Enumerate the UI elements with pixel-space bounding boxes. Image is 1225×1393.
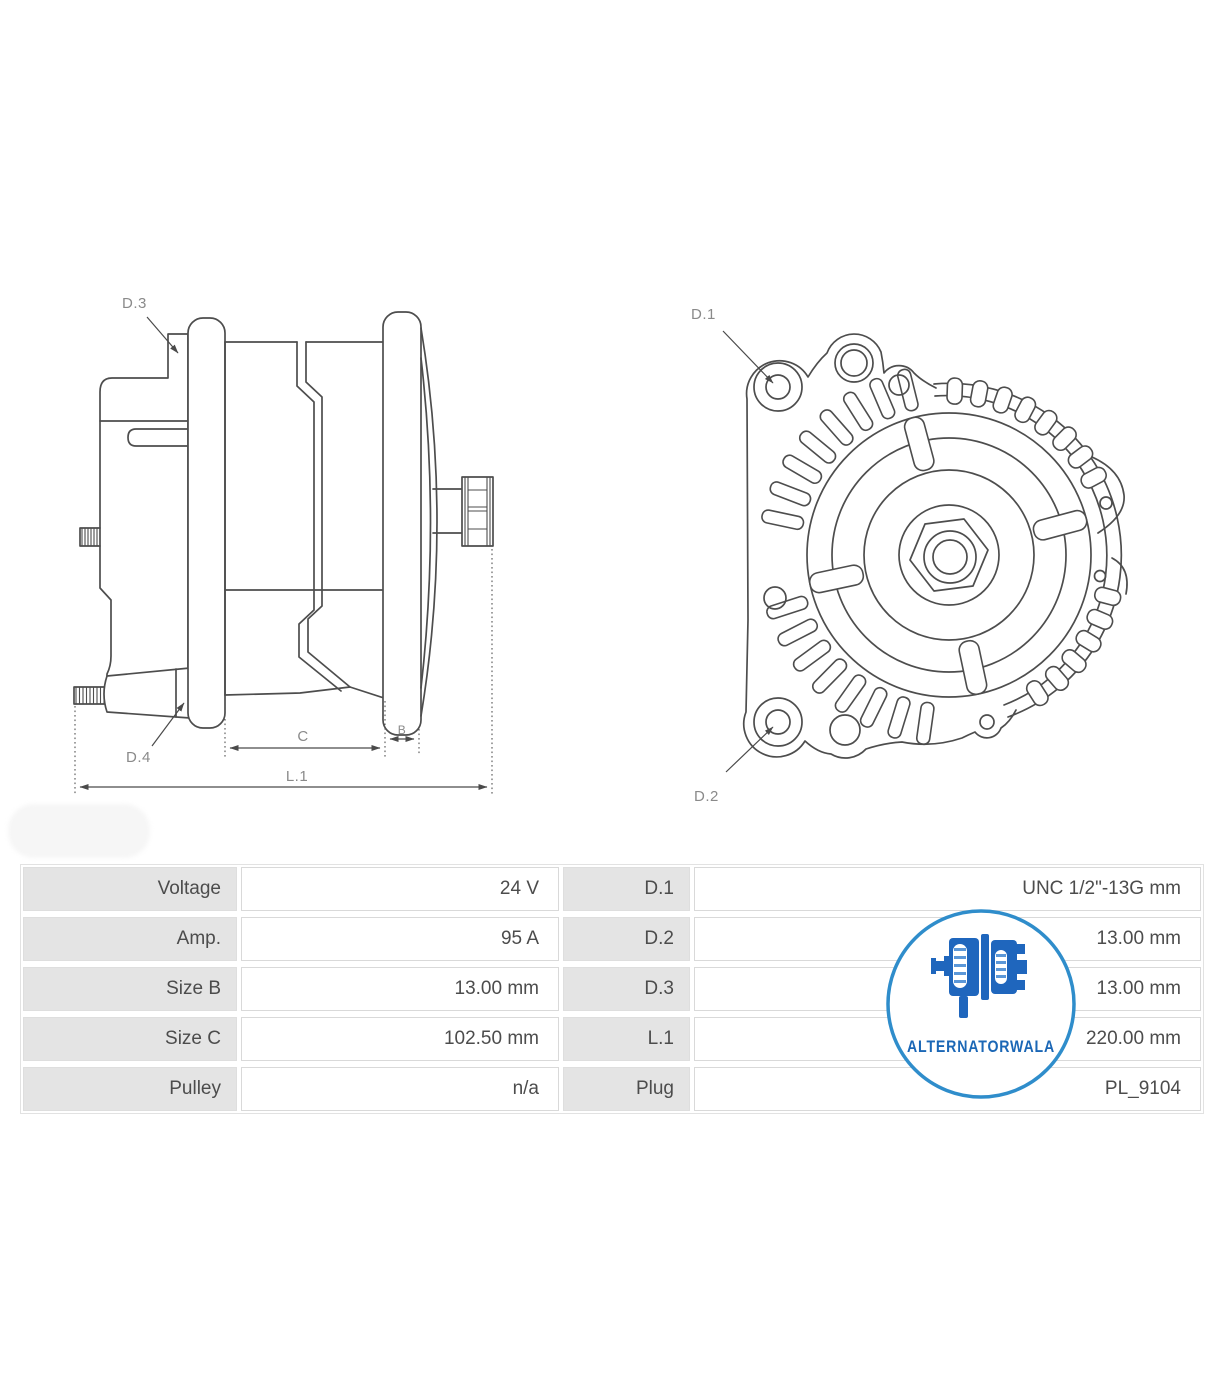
brand-logo: ALTERNATORWALA <box>885 908 1077 1100</box>
dimension-label-l1: L.1 <box>286 768 308 785</box>
logo-circle <box>886 909 1076 1099</box>
spec-label-pulley: Pulley <box>23 1067 237 1111</box>
alternator-side-view-drawing: D.3 D.4 C B L.1 <box>73 295 494 794</box>
spec-value-amp: 95 A <box>241 917 559 961</box>
dimension-label-b: B <box>398 723 407 737</box>
cooling-fins <box>946 377 1122 707</box>
vent-slots <box>761 368 935 746</box>
dimension-label-d3: D.3 <box>122 295 147 312</box>
alternator-logo-icon <box>931 934 1027 1018</box>
watermark-smudge <box>8 804 150 858</box>
spec-label-d2: D.2 <box>563 917 690 961</box>
brand-logo-text: ALTERNATORWALA <box>907 1037 1055 1056</box>
spec-value-d1: UNC 1/2"-13G mm <box>694 867 1201 911</box>
spec-label-d1: D.1 <box>563 867 690 911</box>
spec-label-l1: L.1 <box>563 1017 690 1061</box>
spec-label-size-b: Size B <box>23 967 237 1011</box>
spec-label-plug: Plug <box>563 1067 690 1111</box>
spec-value-size-b: 13.00 mm <box>241 967 559 1011</box>
dimension-label-d2: D.2 <box>694 788 719 805</box>
spec-value-voltage: 24 V <box>241 867 559 911</box>
spec-label-amp: Amp. <box>23 917 237 961</box>
pulley-spokes <box>808 416 1088 696</box>
spec-value-size-c: 102.50 mm <box>241 1017 559 1061</box>
technical-drawings: D.3 D.4 C B L.1 <box>73 295 1128 805</box>
dimension-label-d4: D.4 <box>126 749 151 766</box>
dimension-label-d1: D.1 <box>691 306 716 323</box>
spec-label-voltage: Voltage <box>23 867 237 911</box>
spec-value-pulley: n/a <box>241 1067 559 1111</box>
alternator-front-view-drawing: D.1 D.2 <box>691 306 1128 805</box>
dimension-label-c: C <box>297 728 308 745</box>
spec-label-d3: D.3 <box>563 967 690 1011</box>
spec-label-size-c: Size C <box>23 1017 237 1061</box>
